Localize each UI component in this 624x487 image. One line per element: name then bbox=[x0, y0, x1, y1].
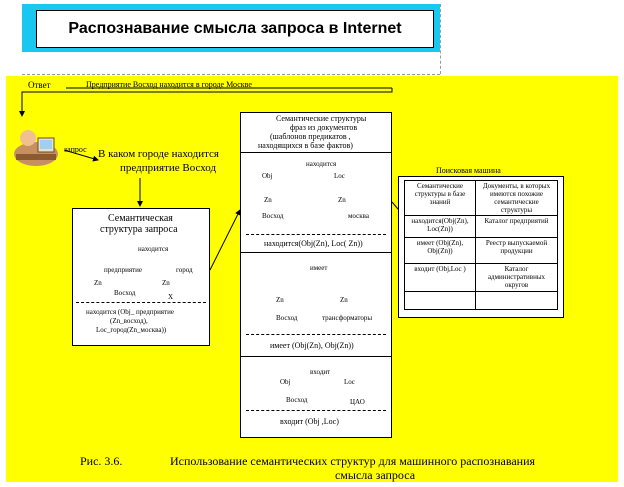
frame3-left-leaf: Восход bbox=[286, 396, 307, 404]
frame2-formula: имеет (Obj(Zn), Obj(Zn)) bbox=[270, 342, 354, 350]
doc-heading4: находящихся в базе фактов) bbox=[258, 141, 353, 150]
query-left-leaf: Восход bbox=[114, 289, 135, 297]
doc-heading3: (шаблонов предикатов , bbox=[270, 132, 351, 141]
search-col2-header: Документы, в которых имеются похожие сем… bbox=[476, 181, 558, 216]
search-row2-structure: имеет (Obj(Zn), Obj(Zn)) bbox=[405, 238, 476, 264]
query-structure-heading2: структура запроса bbox=[100, 224, 178, 235]
caption-number: Рис. 3.6. bbox=[80, 454, 170, 468]
query-right-var: Zn bbox=[162, 279, 170, 287]
table-row: имеет (Obj(Zn), Obj(Zn)) Реестр выпускае… bbox=[405, 238, 558, 264]
frame3-formula: входит (Obj ,Loc) bbox=[280, 418, 339, 426]
query-text-line2: предприятие Восход bbox=[120, 162, 216, 175]
frame1-left-role: Obj bbox=[262, 172, 273, 180]
table-row: входит (Obj,Loc ) Каталог административн… bbox=[405, 264, 558, 292]
search-row4-documents bbox=[476, 292, 558, 310]
table-row: находится(Obj(Zn), Loc(Zn)) Каталог пред… bbox=[405, 216, 558, 238]
table-row bbox=[405, 292, 558, 310]
frame2-left-var: Zn bbox=[276, 296, 284, 304]
frame3-right-leaf: ЦАО bbox=[350, 398, 365, 406]
search-row1-documents: Каталог предприятий bbox=[476, 216, 558, 238]
figure-caption: Рис. 3.6. Использование семантических ст… bbox=[80, 454, 610, 482]
query-left-node: предприятие bbox=[104, 266, 142, 274]
frame1-right-role: Loc bbox=[334, 172, 345, 180]
query-formula2: (Zn_восход), bbox=[110, 317, 148, 325]
search-row3-structure: входит (Obj,Loc ) bbox=[405, 264, 476, 292]
search-engine-heading: Поисковая машина bbox=[436, 167, 501, 175]
person-at-computer-icon bbox=[10, 124, 62, 168]
frame3-right-role: Loc bbox=[344, 378, 355, 386]
query-structure-heading1: Семантическая bbox=[108, 213, 173, 224]
search-row1-structure: находится(Obj(Zn), Loc(Zn)) bbox=[405, 216, 476, 238]
search-row2-documents: Реестр выпускаемой продукции bbox=[476, 238, 558, 264]
frame3-left-role: Obj bbox=[280, 378, 291, 386]
caption-line1: Использование семантических структур для… bbox=[170, 454, 535, 468]
caption-line2: смысла запроса bbox=[80, 468, 610, 482]
search-table: Семантические структуры в базе знаний До… bbox=[404, 180, 558, 310]
frame2-left-leaf: Восход bbox=[276, 314, 297, 322]
query-predicate: находится bbox=[138, 245, 168, 253]
query-left-var: Zn bbox=[94, 279, 102, 287]
frame1-left-leaf: Восход bbox=[262, 212, 283, 220]
query-right-leaf: X bbox=[168, 293, 173, 301]
query-right-node: город bbox=[176, 266, 193, 274]
query-text-line1: В каком городе находится bbox=[98, 148, 219, 161]
doc-heading1: Семантические структуры bbox=[276, 114, 366, 123]
frame1-predicate: находится bbox=[306, 160, 336, 168]
search-row4-structure bbox=[405, 292, 476, 310]
to-docs-arrow bbox=[210, 210, 240, 270]
frame1-right-leaf: москва bbox=[348, 212, 369, 220]
frame1-left-var: Zn bbox=[264, 196, 272, 204]
query-divider bbox=[76, 302, 206, 303]
search-col1-header: Семантические структуры в базе знаний bbox=[405, 181, 476, 216]
query-formula1: находится (Obj_ предприятие bbox=[86, 308, 174, 316]
frame2-right-leaf: трансформаторы bbox=[322, 314, 372, 322]
query-label: запрос bbox=[64, 145, 87, 155]
frame2-right-var: Zn bbox=[340, 296, 348, 304]
frame1-right-var: Zn bbox=[338, 196, 346, 204]
frame1-formula: находится(Obj(Zn), Loc( Zn)) bbox=[264, 240, 363, 248]
doc-heading2: фраз из документов bbox=[290, 123, 357, 132]
frame3-predicate: входит bbox=[310, 368, 330, 376]
frame2-predicate: имеет bbox=[310, 264, 327, 272]
search-row3-documents: Каталог административных округов bbox=[476, 264, 558, 292]
query-formula3: Loc_город(Zn_москва)) bbox=[96, 326, 166, 334]
